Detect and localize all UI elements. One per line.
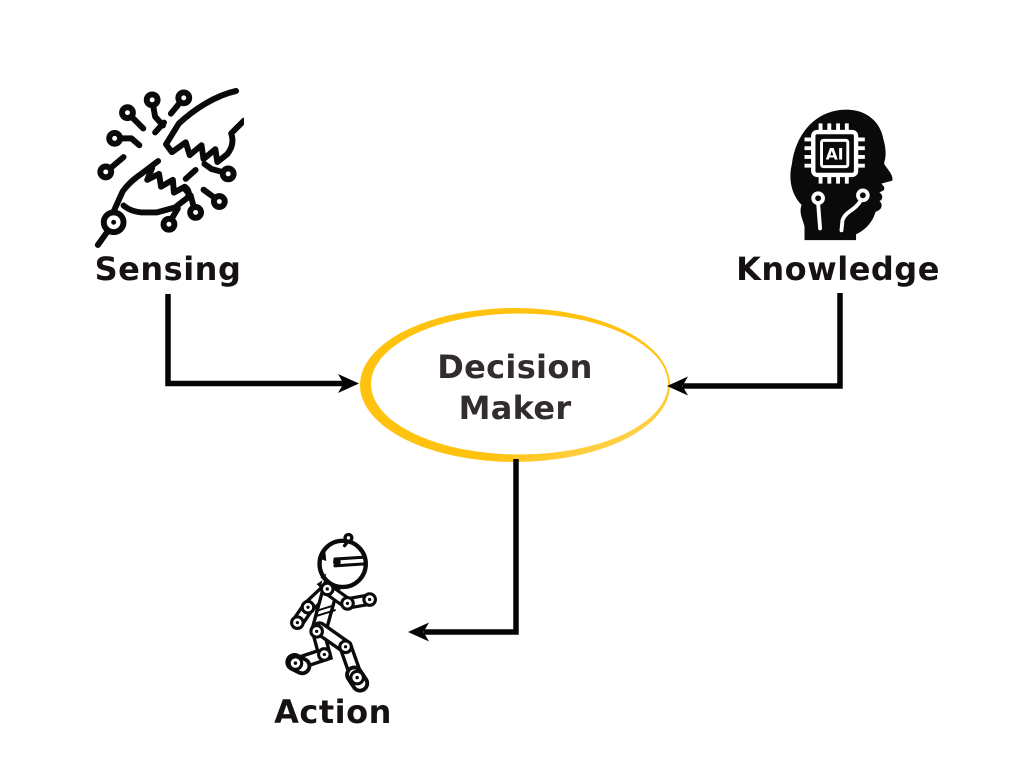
knowledge-label: Knowledge bbox=[736, 250, 940, 288]
circuit-hands-icon bbox=[94, 87, 244, 248]
decision-maker-label: Decision Maker bbox=[437, 348, 593, 427]
decision-ellipse bbox=[360, 308, 670, 462]
action-label: Action bbox=[274, 693, 392, 731]
sensing-label: Sensing bbox=[94, 250, 242, 288]
ai-head-icon: AI bbox=[790, 109, 893, 241]
edge-knowledge-decision bbox=[667, 293, 843, 396]
robot-icon bbox=[285, 532, 377, 693]
edge-decision-action bbox=[408, 459, 519, 642]
ai-chip-text: AI bbox=[826, 145, 844, 163]
edge-sensing-decision bbox=[165, 294, 359, 393]
